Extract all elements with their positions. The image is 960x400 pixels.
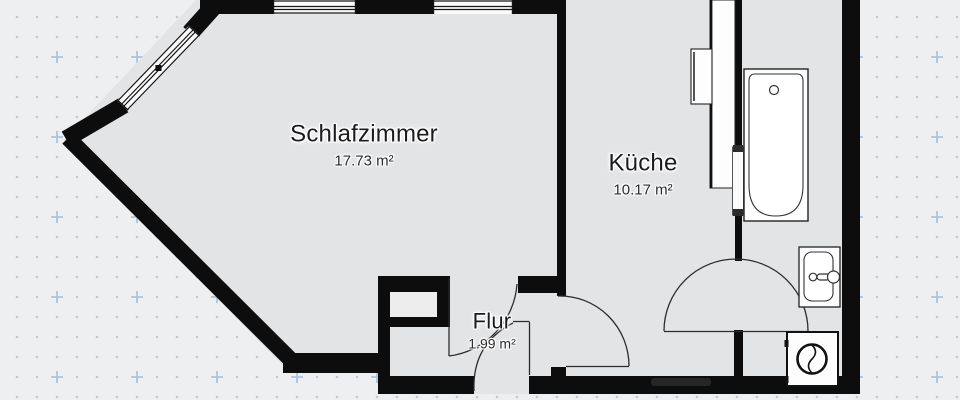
apartment-floor (64, 0, 860, 394)
bad-pocket-door (732, 145, 744, 216)
window-diagonal (117, 25, 200, 111)
bathtub-drain (768, 84, 780, 96)
door-flur-kueche (557, 295, 630, 368)
window-top-right (433, 0, 513, 14)
washing-machine (784, 331, 839, 387)
bathtub (743, 68, 809, 222)
faucet-icon (808, 270, 841, 284)
window-top-left (273, 0, 356, 14)
sink (798, 246, 841, 308)
duct-shaft-opening (390, 292, 437, 317)
bottom-wall-threshold (651, 378, 711, 386)
door-entrance (473, 320, 531, 392)
door-schlafzimmer-flur (448, 278, 518, 357)
stove (690, 48, 713, 105)
kitchen-counter (709, 0, 736, 189)
